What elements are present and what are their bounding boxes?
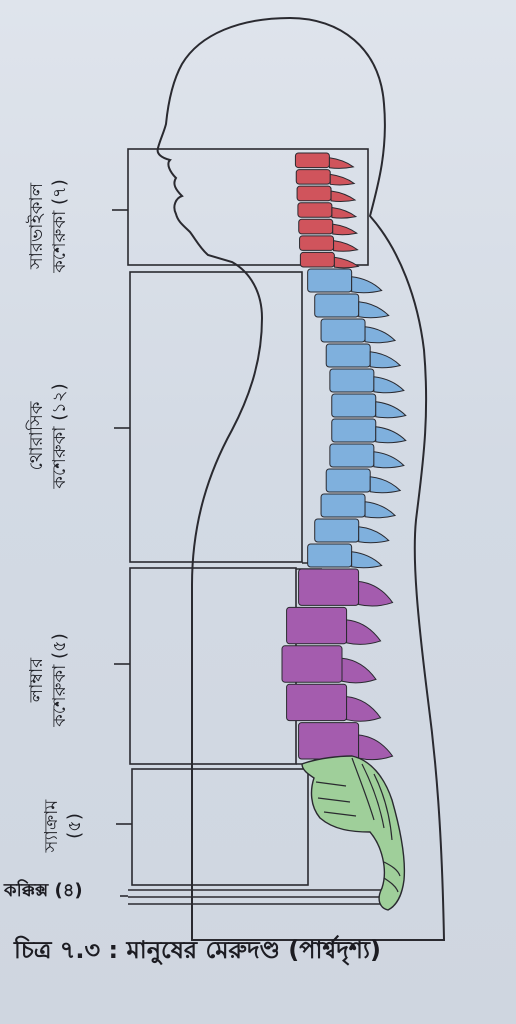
lumbar-vertebra-process bbox=[346, 696, 382, 722]
lumbar-vertebra-body bbox=[286, 606, 348, 645]
cervical-label: সারভাইকাল কশেরুকা (৭) bbox=[26, 146, 86, 306]
thoracic-vertebra-body bbox=[314, 518, 360, 543]
lumbar-vertebra-body bbox=[286, 683, 348, 722]
sacrum-label-line2: (৫) bbox=[63, 813, 85, 839]
thoracic-vertebra-process bbox=[351, 551, 383, 569]
cervical-vertebra-body bbox=[295, 169, 331, 185]
lumbar-vertebra-process bbox=[358, 580, 394, 607]
thoracic-vertebra-process bbox=[375, 401, 407, 419]
lumbar-vertebra-body bbox=[281, 645, 343, 683]
thoracic-vertebra-process bbox=[358, 526, 390, 544]
cervical-vertebra-body bbox=[299, 235, 335, 251]
thoracic-vertebra-body bbox=[325, 343, 371, 368]
thoracic-vertebra-body bbox=[325, 468, 371, 493]
coccyx-label: কক্কিক্স (৪) bbox=[4, 880, 83, 901]
cervical-label-line1: সারভাইকাল bbox=[26, 182, 47, 270]
thoracic-vertebra-process bbox=[358, 301, 390, 319]
cervical-vertebra-body bbox=[294, 152, 330, 169]
figure-caption: চিত্র ৭.৩ : মানুষের মেরুদণ্ড (পার্শ্বদৃশ… bbox=[14, 936, 381, 964]
cervical-vertebra-process bbox=[328, 157, 355, 169]
lumbar-vertebra-process bbox=[358, 734, 394, 761]
thoracic-vertebra-process bbox=[369, 351, 402, 369]
sacrum-label: স্যাক্রাম (৫) bbox=[41, 771, 101, 881]
sacrum-label-line1: স্যাক্রাম bbox=[41, 799, 62, 853]
thoracic-vertebra-process bbox=[364, 326, 397, 344]
cervical-vertebra-process bbox=[329, 173, 356, 186]
cervical-vertebra-body bbox=[297, 202, 333, 218]
thoracic-vertebra-body bbox=[320, 318, 366, 343]
thoracic-vertebra-process bbox=[375, 426, 407, 444]
cervical-vertebra-process bbox=[332, 223, 358, 236]
sacrum-box bbox=[131, 768, 309, 886]
thoracic-vertebra-body bbox=[329, 443, 375, 468]
thoracic-vertebra-body bbox=[329, 368, 375, 393]
thoracic-vertebra-process bbox=[364, 501, 397, 519]
thoracic-label-line2: কশেরুকা (১২) bbox=[48, 383, 70, 489]
thoracic-vertebra-body bbox=[331, 418, 377, 443]
cervical-vertebra-body bbox=[296, 185, 332, 202]
thoracic-label: থোরাসিক কশেরুকা (১২) bbox=[26, 356, 86, 516]
lumbar-label-line2: কশেরুকা (৫) bbox=[48, 633, 70, 727]
lumbar-vertebra-body bbox=[298, 722, 360, 760]
cervical-box bbox=[127, 148, 369, 266]
thoracic-vertebra-process bbox=[373, 376, 405, 394]
lumbar-box bbox=[129, 567, 297, 765]
thoracic-vertebra-process bbox=[351, 276, 383, 294]
cervical-vertebra-body bbox=[299, 251, 335, 268]
cervical-vertebra-process bbox=[333, 240, 359, 252]
lumbar-label-line1: লাম্বার bbox=[26, 657, 47, 703]
lumbar-vertebra-process bbox=[341, 657, 377, 684]
lumbar-vertebra-body bbox=[298, 568, 360, 606]
cervical-label-line2: কশেরুকা (৭) bbox=[48, 179, 70, 273]
thoracic-vertebrae bbox=[307, 268, 407, 569]
thoracic-vertebra-process bbox=[373, 451, 405, 469]
thoracic-vertebra-body bbox=[320, 493, 366, 518]
cervical-vertebra-body bbox=[298, 218, 334, 235]
lumbar-label: লাম্বার কশেরুকা (৫) bbox=[26, 600, 86, 760]
sacrum-coccyx bbox=[301, 755, 406, 911]
cervical-vertebra-process bbox=[330, 190, 357, 203]
cervical-vertebra-process bbox=[331, 206, 358, 219]
thoracic-vertebra-body bbox=[314, 293, 360, 318]
thoracic-vertebra-body bbox=[307, 543, 353, 568]
cervical-vertebrae bbox=[294, 152, 360, 269]
thoracic-box bbox=[129, 271, 303, 563]
thoracic-label-line1: থোরাসিক bbox=[26, 401, 47, 471]
cervical-vertebra-process bbox=[333, 256, 360, 269]
thoracic-vertebra-process bbox=[369, 476, 402, 494]
thoracic-vertebra-body bbox=[331, 393, 377, 418]
lumbar-vertebrae bbox=[281, 568, 394, 761]
lumbar-vertebra-process bbox=[346, 619, 382, 645]
thoracic-vertebra-body bbox=[307, 268, 353, 293]
